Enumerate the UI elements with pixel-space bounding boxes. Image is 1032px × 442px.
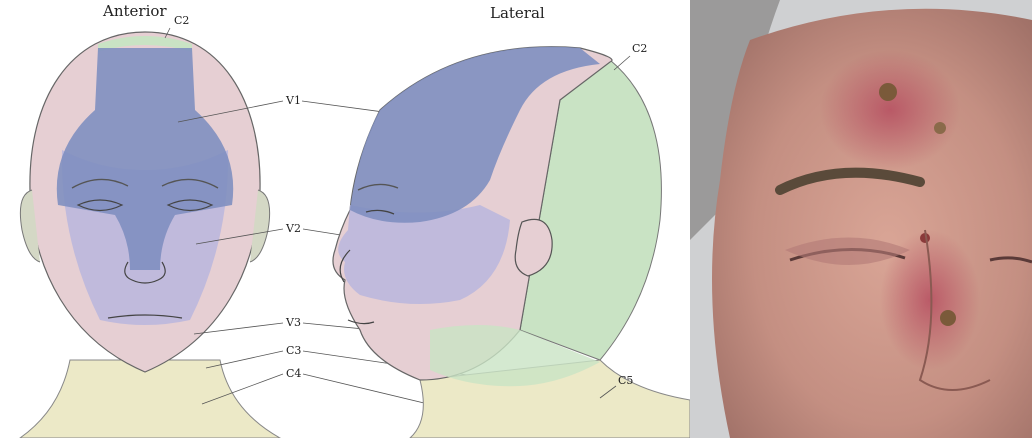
anterior-label-v2: V2 [285, 222, 301, 235]
lateral-title: Lateral [490, 4, 545, 22]
photo-other-eye [989, 256, 1032, 264]
lateral-leader-c5 [599, 385, 617, 399]
lesion-forehead-2 [934, 122, 946, 134]
photo-eyelid-swelling [785, 237, 910, 265]
anterior-left-brow [71, 178, 129, 189]
anterior-left-ear [19, 189, 41, 263]
lateral-ear [514, 218, 553, 277]
lateral-v1-region [350, 46, 600, 223]
lateral-nose [339, 249, 351, 283]
lateral-mouth [347, 319, 375, 325]
anterior-neck-c3-region [18, 359, 282, 439]
anterior-leader-c4 [201, 373, 284, 405]
lateral-v2-region [338, 205, 510, 304]
anterior-c2-scalp [98, 36, 192, 52]
lateral-c3-region [430, 325, 600, 387]
anterior-leader-v2 [195, 228, 284, 245]
anterior-right-ear [249, 189, 271, 263]
lateral-brow [357, 183, 399, 191]
lateral-leader-c2 [613, 55, 631, 71]
anterior-leader-c3 [205, 350, 284, 369]
photo-eyebrow [775, 167, 925, 195]
lateral-head [332, 46, 691, 439]
anterior-label-c2: C2 [174, 14, 189, 27]
lateral-label-c2: C2 [632, 42, 647, 55]
anterior-leader-v3 [193, 322, 284, 335]
anterior-label-c4: C4 [286, 367, 301, 380]
photo-nose [918, 229, 991, 391]
lesion-nose-tip [940, 310, 956, 326]
dermatome-diagram: Anterior C2 V1 V2 V3 C3 C4 Lateral [18, 2, 691, 439]
clinical-photo-face [690, 0, 1032, 438]
lateral-eye [365, 209, 395, 215]
anterior-right-brow [161, 178, 219, 189]
anterior-right-eye [166, 199, 214, 212]
anterior-title: Anterior [102, 2, 167, 20]
dermatome-illustration: Anterior C2 V1 V2 V3 C3 C4 Lateral [18, 2, 691, 439]
lesion-forehead-1 [879, 83, 897, 101]
anterior-head [18, 31, 282, 439]
nose-rash [880, 230, 980, 370]
anterior-label-v3: V3 [285, 316, 301, 329]
lateral-c2-region [519, 59, 662, 361]
anterior-left-eye [76, 199, 124, 212]
anterior-nose [124, 261, 166, 284]
clinical-photo [690, 0, 1032, 438]
anterior-v1-region [56, 48, 234, 270]
anterior-mouth [107, 314, 183, 319]
anterior-label-c3: C3 [286, 344, 301, 357]
anterior-leader-v1 [177, 100, 284, 123]
lateral-label-c5: C5 [618, 374, 633, 387]
forehead-rash [820, 50, 960, 170]
anterior-leader-c2 [164, 27, 171, 39]
anterior-label-v1: V1 [285, 94, 301, 107]
